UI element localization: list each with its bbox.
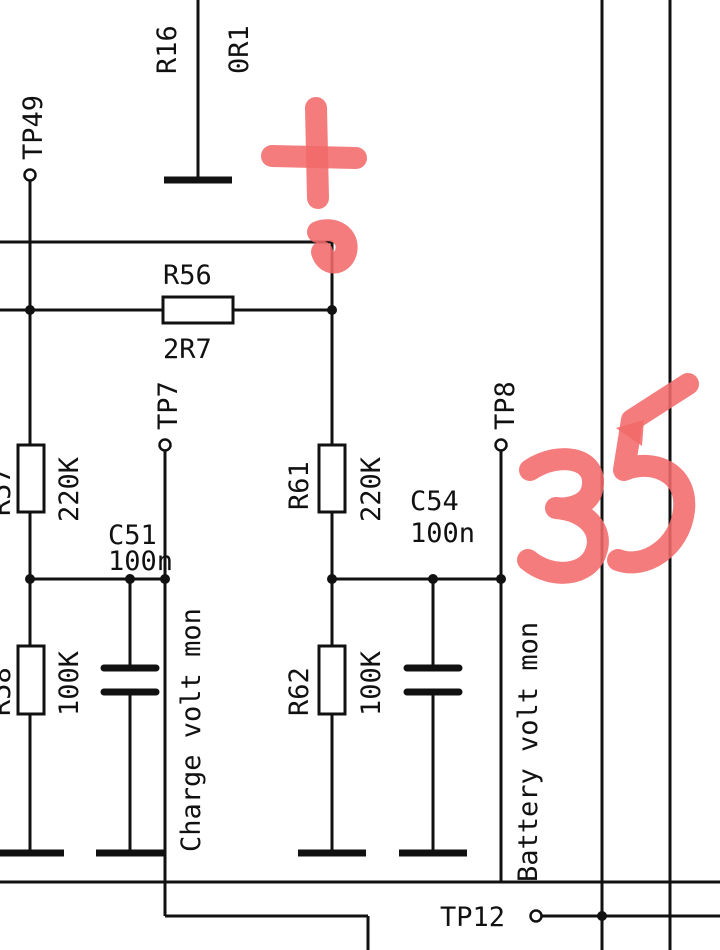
capacitor-c54-symbol (403, 664, 463, 696)
tp12-label: TP12 (440, 902, 505, 933)
r56-ref-label: R56 (163, 260, 212, 291)
r62-value-label: 100K (356, 650, 387, 716)
resistor-r62-body (317, 644, 347, 716)
tp7-label: TP7 (153, 381, 184, 430)
capacitor-c51-symbol (100, 664, 160, 696)
junction-dots (25, 305, 607, 921)
resistor-r57-body (16, 443, 46, 514)
r16-ref-label: R16 (152, 25, 183, 74)
tp49-label: TP49 (18, 95, 49, 160)
test-point-tp8-marker (494, 438, 508, 452)
handwritten-35-annotation (517, 373, 699, 584)
resistor-r58-body (16, 644, 46, 716)
r56-value-label: 2R7 (163, 334, 212, 365)
r61-ref-label: R61 (284, 461, 315, 510)
resistor-r61-body (317, 443, 347, 514)
test-point-tp12-marker (529, 909, 543, 923)
r16-value-label: 0R1 (224, 25, 255, 74)
handwritten-plus-annotation (261, 97, 367, 274)
r58-value-label: 100K (54, 650, 85, 716)
test-point-tp49-marker (23, 168, 37, 182)
charge-volt-mon-net-label: Charge volt mon (176, 608, 207, 852)
r61-value-label: 220K (356, 456, 387, 522)
r58-ref-label: R58 (0, 667, 17, 716)
battery-volt-mon-net-label: Battery volt mon (513, 622, 544, 882)
c54-value-label: 100n (410, 518, 475, 549)
c51-value-label: 100n (108, 546, 173, 577)
c51-ref-label: C51 (108, 520, 157, 551)
r62-ref-label: R62 (284, 667, 315, 716)
test-point-tp7-marker (158, 438, 172, 452)
r57-value-label: 220K (54, 456, 85, 522)
r57-ref-label: R57 (0, 467, 17, 516)
ground-symbols (0, 176, 467, 857)
resistor-r56-body (161, 295, 235, 325)
tp8-label: TP8 (490, 381, 521, 430)
c54-ref-label: C54 (410, 486, 459, 517)
